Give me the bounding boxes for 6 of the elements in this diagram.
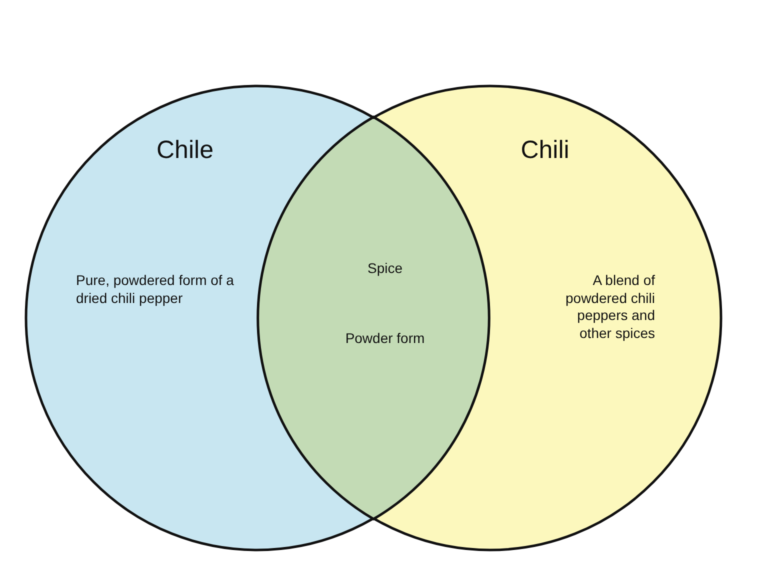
set-description: Pure, powdered form of a dried chili pepper	[76, 272, 235, 307]
set-description: A blend of powdered chili peppers and other spices	[564, 272, 655, 342]
overlap-item: Powder form	[344, 330, 426, 348]
set-title: Chile	[156, 135, 214, 166]
set-title: Chili	[520, 135, 570, 166]
overlap-item: Spice	[366, 260, 404, 278]
